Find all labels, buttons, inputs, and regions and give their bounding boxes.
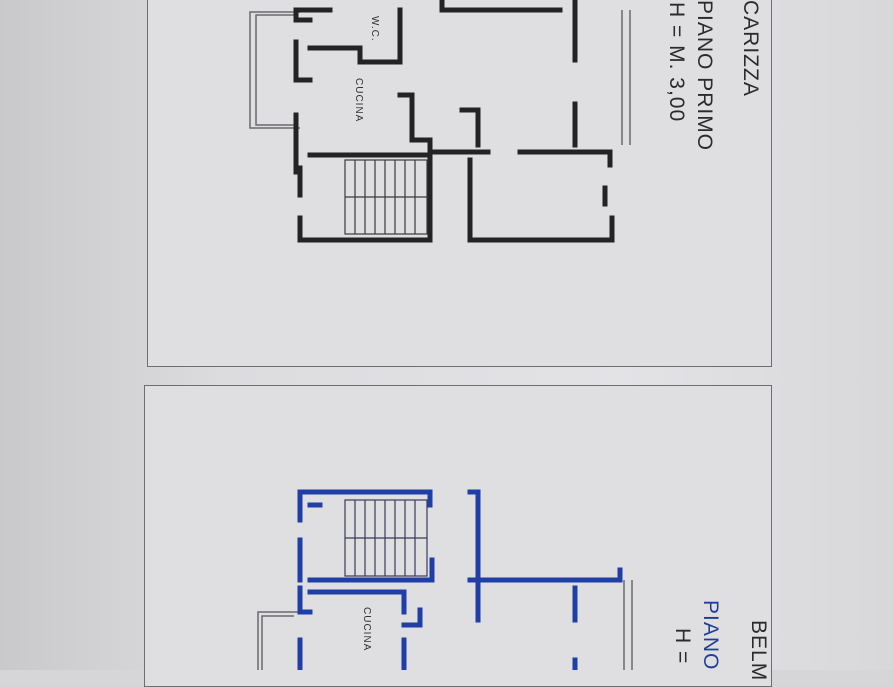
plan-title-bottom: BELM [747, 620, 770, 682]
stairs-bottom [344, 499, 428, 577]
floor-plan-panel-top [147, 0, 772, 367]
floor-plan-panel-bottom [144, 385, 772, 687]
room-label-kitchen-bottom: CUCINA [361, 607, 372, 652]
balcony-outline-bottom [257, 580, 633, 670]
floor-plan-bottom-drawing [257, 489, 633, 670]
plan-subtitle-bottom: PIANO [699, 600, 722, 671]
plan-height-label-bottom: H = [671, 628, 694, 665]
floor-plan-top-drawing [249, 0, 631, 243]
balcony-outline-top [249, 10, 631, 145]
stairs-top [344, 159, 428, 235]
walls-top [293, 0, 615, 243]
walls-bottom [297, 489, 623, 670]
